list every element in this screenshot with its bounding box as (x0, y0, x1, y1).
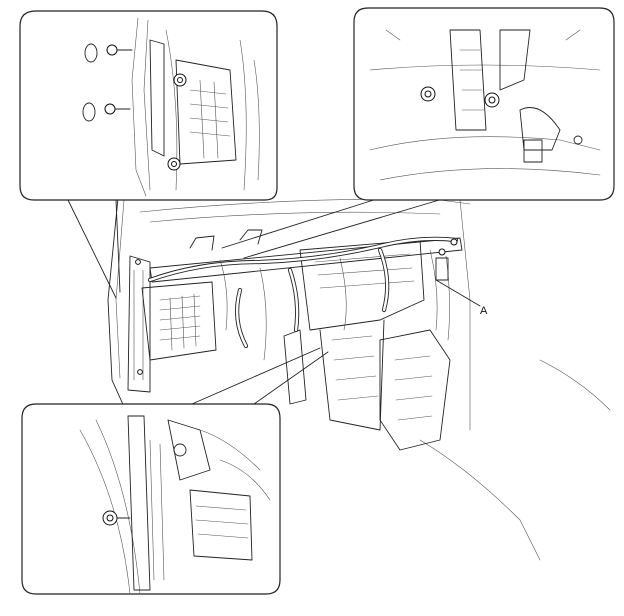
main-view (107, 197, 611, 561)
bolt-icon (106, 44, 133, 56)
bolt-icon (104, 103, 131, 115)
bolt-icon (167, 157, 181, 171)
detail-inset-top-left (19, 10, 278, 201)
bolt-icon (102, 510, 131, 526)
bolt-icon (420, 86, 436, 102)
callout-label-a: A (480, 305, 488, 317)
detail-inset-top-right (353, 7, 615, 201)
callout-connectors (67, 197, 481, 405)
bolt-icon (173, 73, 187, 87)
detail-inset-bottom-left (21, 403, 281, 595)
bolt-icon (484, 92, 500, 108)
